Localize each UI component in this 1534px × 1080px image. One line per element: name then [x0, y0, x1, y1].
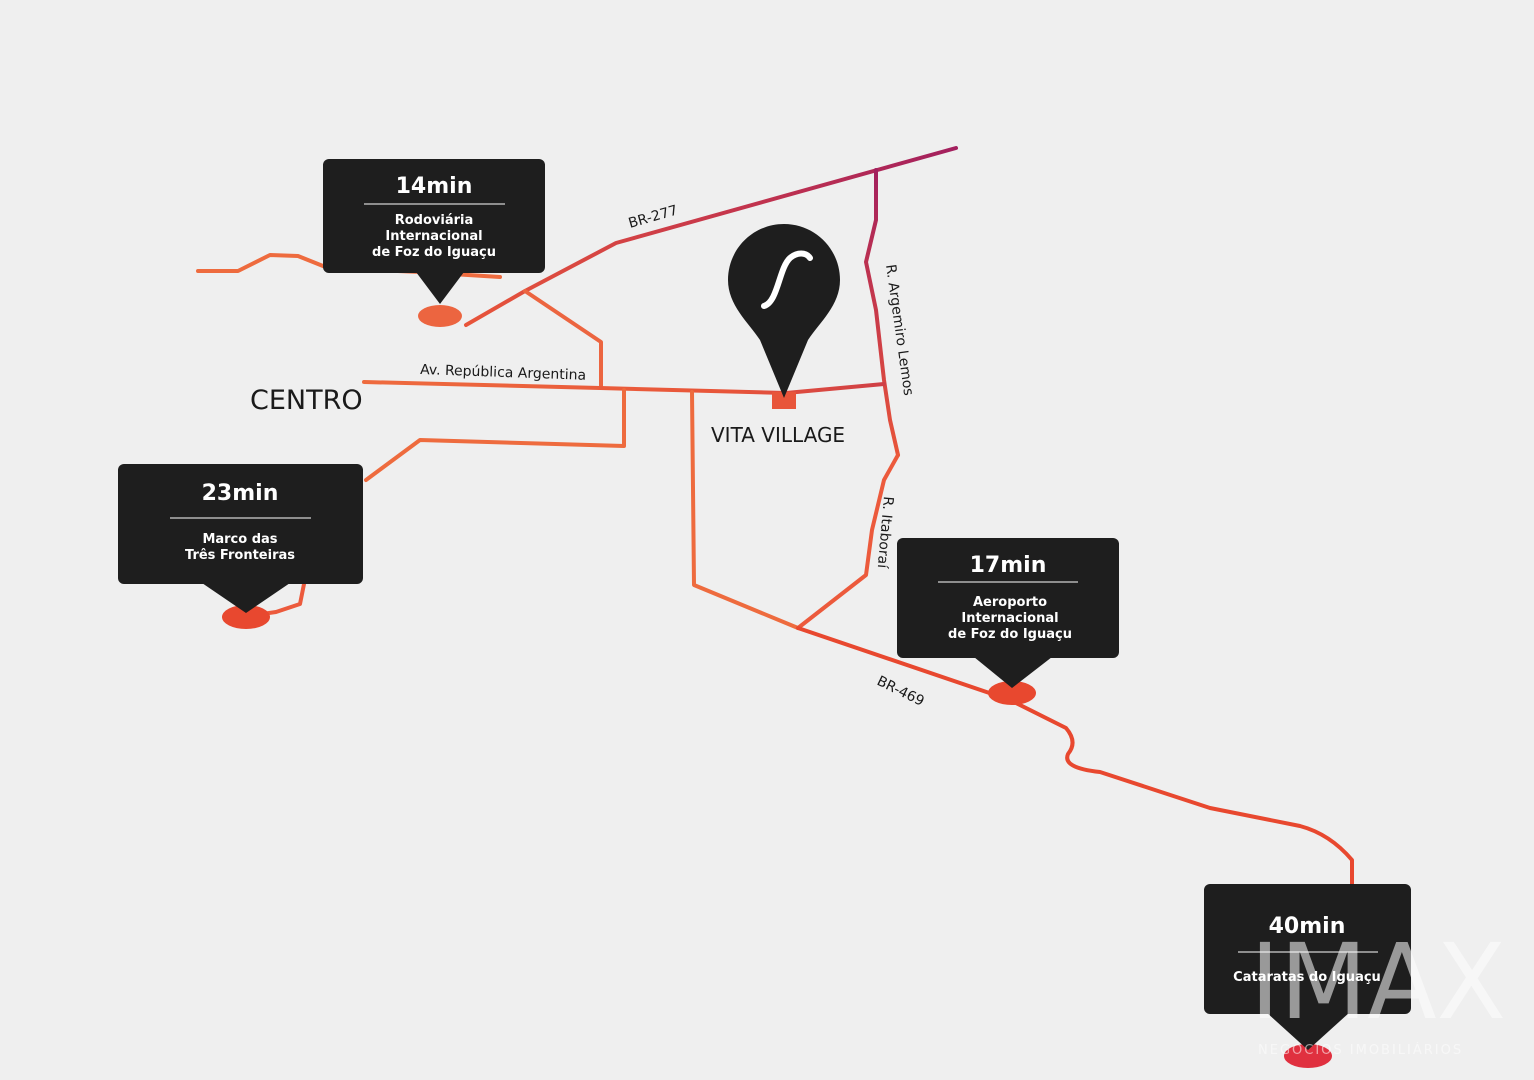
marker-rodoviaria	[418, 305, 462, 327]
road-connector-north	[523, 289, 603, 388]
watermark-tagline: NEGÓCIOS IMOBILIÁRIOS	[1258, 1042, 1463, 1058]
marker-aeroporto	[988, 681, 1036, 705]
callout-time-cataratas: 40min	[1269, 914, 1346, 939]
marker-marco	[222, 605, 270, 629]
callout-marco[interactable]: 23min Marco das Três Fronteiras	[118, 464, 363, 629]
road-itaborai	[796, 453, 900, 630]
callout-rodoviaria[interactable]: 14min Rodoviária Internacional de Foz do…	[323, 159, 545, 327]
watermark-logo-text: IMAX	[1250, 921, 1506, 1043]
road-argemiro-lemos	[864, 168, 900, 457]
road-label-av-republica: Av. República Argentina	[420, 362, 586, 384]
watermark-logo: IMAX NEGÓCIOS IMOBILIÁRIOS	[1250, 921, 1506, 1058]
callout-place-aeroporto-2: Internacional	[961, 611, 1058, 626]
callout-place-aeroporto-3: de Foz do Iguaçu	[948, 627, 1072, 642]
callout-place-rodoviaria-1: Rodoviária	[395, 213, 474, 228]
road-label-argemiro-lemos: R. Argemiro Lemos	[882, 263, 916, 396]
road-network	[196, 146, 1354, 886]
callout-time-rodoviaria: 14min	[396, 174, 473, 199]
road-br277	[464, 146, 958, 327]
callout-place-cataratas-1: Cataratas do Iguaçu	[1233, 970, 1381, 985]
callout-place-aeroporto-1: Aeroporto	[973, 595, 1047, 610]
callout-place-marco-1: Marco das	[202, 532, 277, 547]
location-pin-icon	[728, 224, 840, 409]
callout-aeroporto[interactable]: 17min Aeroporto Internacional de Foz do …	[897, 538, 1119, 705]
callout-place-rodoviaria-2: Internacional	[385, 229, 482, 244]
callout-place-rodoviaria-3: de Foz do Iguaçu	[372, 245, 496, 260]
road-label-itaborai: R. Itaboraí	[874, 496, 896, 570]
vita-village-label: VITA VILLAGE	[711, 423, 845, 447]
callout-time-marco: 23min	[202, 481, 279, 506]
callout-time-aeroporto: 17min	[970, 553, 1047, 578]
road-south-link	[690, 390, 800, 630]
centro-label: CENTRO	[250, 385, 363, 416]
road-br469	[796, 626, 1354, 886]
callout-cataratas[interactable]: 40min Cataratas do Iguaçu	[1204, 884, 1411, 1068]
road-marco	[364, 388, 626, 482]
road-label-br469: BR-469	[874, 673, 926, 710]
marker-cataratas	[1284, 1044, 1332, 1068]
callout-place-marco-2: Três Fronteiras	[185, 548, 295, 563]
